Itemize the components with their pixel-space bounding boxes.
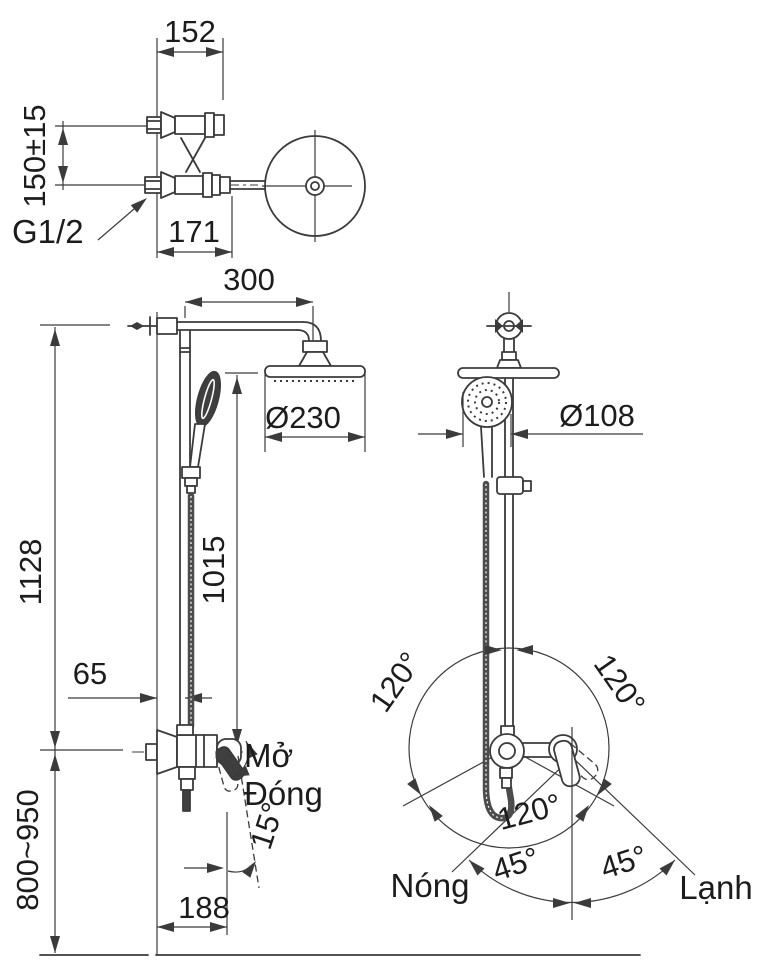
dimension-152: 152	[157, 14, 223, 57]
mixer-valve-side	[489, 725, 599, 789]
dimension-65: 65	[68, 656, 212, 703]
thread-callout: G1/2	[12, 194, 151, 250]
shower-column-side	[457, 367, 560, 734]
dimension-hand-shower-diameter: Ø108	[418, 392, 643, 447]
shower-hose-side	[482, 480, 515, 822]
dim-1128: 1128	[13, 539, 48, 606]
front-extension-lines	[40, 306, 366, 935]
handle-angle-annotation: 15°	[184, 755, 291, 889]
dimension-800-950: 800~950	[10, 731, 60, 911]
thread-size-label: G1/2	[12, 213, 84, 250]
dimension-1015: 1015	[196, 375, 242, 748]
dim-1015: 1015	[196, 536, 231, 605]
dimension-300: 300	[185, 262, 313, 307]
hand-shower-front	[181, 370, 221, 494]
angle-45-cold: 45°	[596, 838, 651, 886]
dimension-171: 171	[157, 214, 232, 257]
dimension-1128: 1128	[13, 327, 60, 953]
side-view: Ø108	[363, 292, 753, 920]
top-view-extension-lines	[55, 38, 258, 258]
dim-171: 171	[168, 214, 220, 249]
dimension-150-15: 150±15	[17, 104, 68, 208]
wall-bracket-side	[486, 292, 532, 369]
dim-152: 152	[164, 14, 216, 49]
open-close-labels: Mở Đóng	[244, 737, 323, 812]
angle-45-fan	[465, 727, 679, 920]
angle-120-top-right: 120°	[587, 648, 652, 721]
top-view: 152 150±15 171 G1/2	[12, 14, 366, 258]
front-view: 1128 800~950 300 Ø230 1015	[10, 262, 641, 956]
mixer-valve-front	[132, 724, 258, 812]
wall-and-floor-lines	[39, 312, 641, 956]
open-label: Mở	[244, 737, 293, 774]
dim-height-range: 800~950	[10, 789, 45, 911]
angle-circle	[402, 647, 696, 876]
overhead-shower-top-view	[262, 130, 366, 242]
shower-arm-front	[127, 316, 366, 382]
cold-water-label: Lạnh	[679, 869, 752, 906]
dim-300: 300	[223, 262, 275, 297]
dim-150-tolerance: 150±15	[17, 104, 52, 207]
dim-hand-shower-diameter: Ø108	[559, 398, 635, 433]
hot-water-label: Nóng	[391, 867, 470, 904]
slider-bracket	[496, 476, 532, 495]
dimension-188: 188	[157, 890, 230, 932]
dimension-head-diameter: Ø230	[265, 400, 365, 442]
dim-188: 188	[178, 890, 230, 925]
angle-120-top-left: 120°	[363, 646, 428, 719]
hand-shower-face	[461, 376, 513, 478]
close-label: Đóng	[244, 775, 323, 812]
dim-65: 65	[73, 656, 107, 691]
dim-head-diameter: Ø230	[265, 400, 341, 435]
angle-labels: 120° 120° 120° 45° 45° Nóng Lạnh	[363, 646, 753, 906]
angle-120-bottom: 120°	[494, 787, 565, 837]
